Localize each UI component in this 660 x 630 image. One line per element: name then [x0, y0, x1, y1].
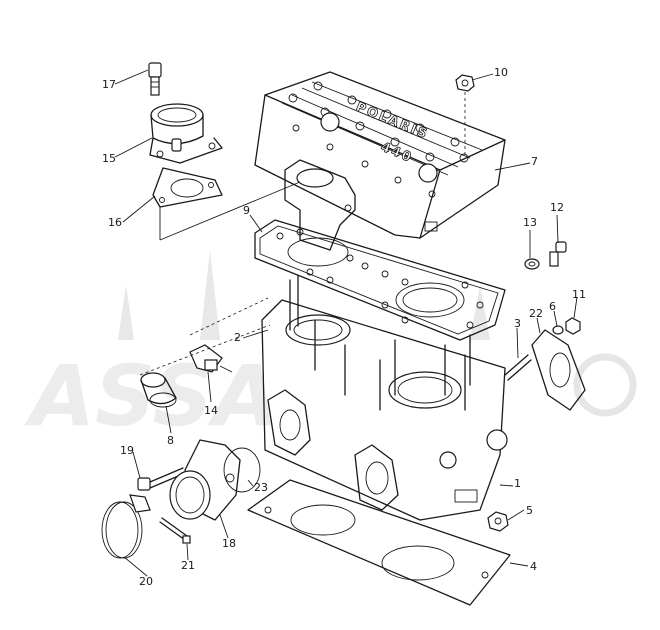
callout-12: 12 [550, 201, 564, 214]
part-5-nut [487, 511, 509, 532]
part-16-gasket [152, 167, 223, 208]
callout-15: 15 [102, 152, 116, 165]
part-18-intake-boot [169, 439, 241, 521]
part-6-washer [552, 325, 564, 335]
part-3-stud [504, 354, 532, 381]
part-23-o-ring [223, 447, 261, 493]
callout-20: 20 [139, 575, 153, 588]
part-9-head-gasket [254, 219, 506, 341]
callout-labels: 17 10 15 7 16 9 13 12 11 6 22 3 2 14 8 1… [102, 66, 586, 588]
callout-23: 23 [254, 481, 268, 494]
part-12-bolt [549, 241, 567, 267]
part-14-sensor [189, 344, 233, 373]
callout-17: 17 [102, 78, 116, 91]
head-cover-model: 440 [379, 140, 415, 166]
callout-22: 22 [529, 307, 543, 320]
callout-1: 1 [514, 477, 521, 490]
leader-lines [114, 69, 578, 577]
callout-14: 14 [204, 404, 218, 417]
part-19-bolt [137, 467, 184, 491]
part-7-head-cover: POLARIS 440 [254, 71, 506, 239]
callout-3: 3 [514, 317, 521, 330]
part-15-intake-flange [149, 103, 223, 164]
callout-11: 11 [572, 288, 586, 301]
part-outlet-housing [284, 159, 356, 251]
callout-2: 2 [234, 331, 241, 344]
callout-16: 16 [108, 216, 122, 229]
watermark: ASSA [24, 250, 637, 445]
callout-8: 8 [167, 434, 174, 447]
callout-10: 10 [494, 66, 508, 79]
callout-13: 13 [523, 216, 537, 229]
part-13-washer [524, 258, 540, 270]
part-10-nut [455, 74, 475, 155]
part-21-screw [159, 517, 191, 544]
part-11-nut [565, 317, 581, 335]
callout-4: 4 [530, 560, 537, 573]
part-8-sleeve [140, 372, 177, 408]
part-20-clamp [101, 494, 151, 559]
part-22-gasket [531, 329, 586, 411]
part-4-base-gasket [247, 479, 511, 606]
callout-6: 6 [549, 300, 556, 313]
part-17-bolt [148, 62, 162, 96]
callout-19: 19 [120, 444, 134, 457]
callout-18: 18 [222, 537, 236, 550]
part-1-cylinder-block [261, 275, 508, 521]
callout-7: 7 [531, 155, 538, 168]
callout-5: 5 [526, 504, 533, 517]
watermark-text: ASSA [24, 347, 278, 445]
callout-21: 21 [181, 559, 195, 572]
callout-9: 9 [243, 204, 250, 217]
